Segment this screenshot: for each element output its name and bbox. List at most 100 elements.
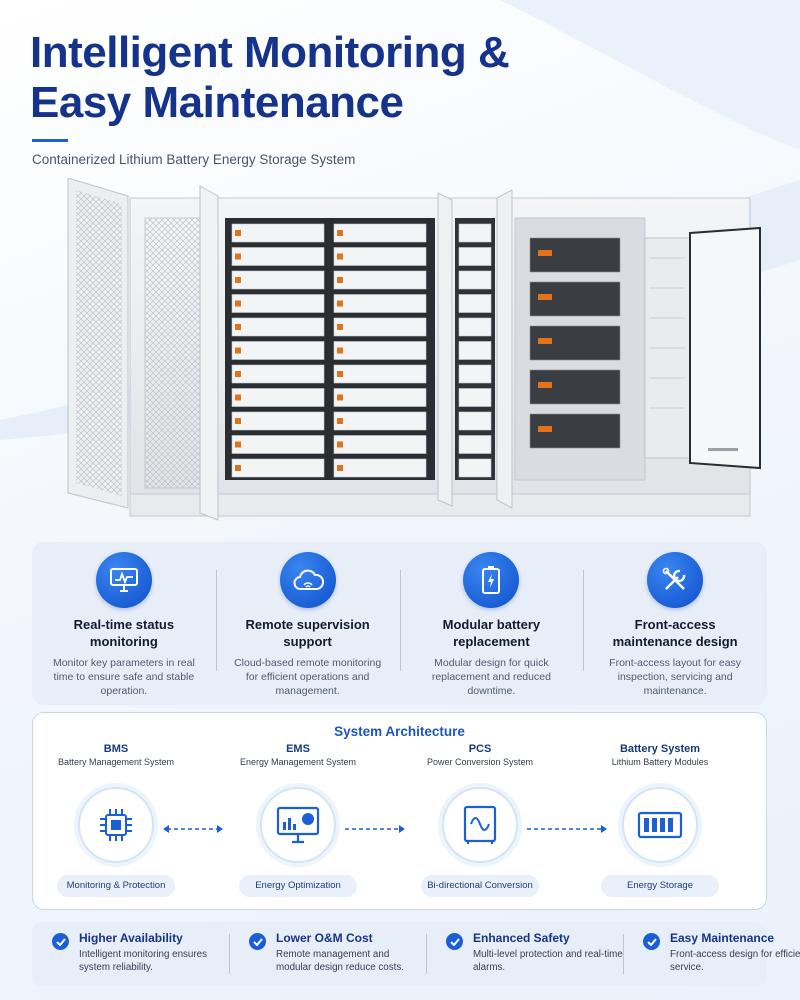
battery-module-panel <box>333 435 427 454</box>
benefit-title: Easy Maintenance <box>670 931 775 945</box>
arrow-bms-ems <box>163 825 223 833</box>
arch-subtitle: Battery Management System <box>57 757 175 767</box>
feature-title: Remote supervision support <box>245 617 370 649</box>
benefit-item: Lower O&M Cost Remote management and mod… <box>229 922 426 986</box>
arch-name: EMS <box>286 743 310 755</box>
module-connector <box>337 371 343 377</box>
feature-title: Real-time status monitoring <box>73 617 175 649</box>
battery-module-panel <box>231 341 325 360</box>
tools-icon <box>647 552 704 608</box>
battery-module-panel <box>231 247 325 266</box>
pcs-connector <box>538 294 552 300</box>
feature-remote-supervision: Remote supervision support Cloud-based r… <box>215 542 400 705</box>
feature-front-access: Front-access maintenance design Front-ac… <box>583 542 767 705</box>
battery-bolt-icon <box>463 552 520 608</box>
battery-module-panel <box>458 247 492 266</box>
arrow-pcs-battery <box>527 825 607 833</box>
cloud-wifi-icon <box>279 552 336 608</box>
battery-module-panel <box>333 317 427 337</box>
module-connector <box>337 394 343 401</box>
feature-desc: Cloud-based remote monitoring for effici… <box>234 657 382 697</box>
battery-module-panel <box>333 223 427 243</box>
architecture-title: System Architecture <box>334 724 465 739</box>
battery-module-panel <box>231 270 325 290</box>
arch-subtitle: Lithium Battery Modules <box>611 757 709 767</box>
battery-module-panel <box>231 223 325 243</box>
module-connector <box>337 300 343 307</box>
battery-module-panel <box>458 294 492 313</box>
arch-pill: Monitoring & Protection <box>57 875 175 897</box>
module-connector <box>235 465 241 471</box>
battery-container-image <box>67 178 761 521</box>
battery-module-panel <box>458 317 492 337</box>
check-icon <box>52 933 69 950</box>
battery-module-panel <box>458 364 492 384</box>
module-connector <box>235 230 241 236</box>
feature-desc: Modular design for quick replacement and… <box>431 657 551 697</box>
feature-title: Modular battery replacement <box>442 617 541 649</box>
arch-item-ems: EMS Energy Management System Energy Opti… <box>223 743 373 897</box>
arch-item-battery-system: Battery System Lithium Battery Modules E… <box>585 743 735 897</box>
arch-name: BMS <box>103 743 129 755</box>
arch-name: PCS <box>468 743 492 755</box>
module-connector <box>235 394 241 401</box>
battery-module-panel <box>231 364 325 384</box>
module-connector <box>337 277 343 283</box>
arch-pill: Energy Storage <box>601 875 719 897</box>
battery-module-panel <box>333 341 427 360</box>
battery-module-panel <box>333 364 427 384</box>
pcs-connector <box>538 338 552 344</box>
arch-pill: Bi-directional Conversion <box>421 875 539 897</box>
benefits-panel: Higher Availability Intelligent monitori… <box>32 922 800 986</box>
features-panel: Real-time status monitoring Monitor key … <box>32 542 767 705</box>
module-connector <box>337 441 343 448</box>
module-connector <box>337 347 343 354</box>
arch-name: Battery System <box>619 743 701 755</box>
battery-module-panel <box>231 388 325 407</box>
module-connector <box>337 324 343 330</box>
battery-module-panel <box>458 270 492 290</box>
benefit-item: Higher Availability Intelligent monitori… <box>32 922 229 986</box>
benefit-desc: Front-access design for efficient servic… <box>670 949 800 973</box>
module-connector <box>235 418 241 424</box>
battery-module-panel <box>231 458 325 478</box>
check-icon <box>643 933 660 950</box>
battery-module-panel <box>231 411 325 431</box>
title-line-2: Easy Maintenance <box>30 78 404 127</box>
battery-module-panel <box>458 388 492 407</box>
benefit-desc: Intelligent monitoring ensures system re… <box>79 949 207 973</box>
module-connector <box>235 371 241 377</box>
module-connector <box>235 441 241 448</box>
battery-module-panel <box>333 458 427 478</box>
check-icon <box>446 933 463 950</box>
battery-module-panel <box>333 411 427 431</box>
module-connector <box>235 253 241 260</box>
module-connector <box>337 230 343 236</box>
feature-desc: Monitor key parameters in real time to e… <box>52 657 195 697</box>
benefit-title: Lower O&M Cost <box>276 931 373 945</box>
arch-item-bms: BMS Battery Management System Monitoring… <box>41 743 191 897</box>
benefit-title: Higher Availability <box>79 931 183 945</box>
module-connector <box>235 347 241 354</box>
benefit-desc: Multi-level protection and real-time ala… <box>473 949 623 973</box>
battery-modules-icon <box>622 787 698 863</box>
arrow-ems-pcs <box>345 825 405 833</box>
monitor-chart-icon <box>95 552 152 608</box>
module-connector <box>235 300 241 307</box>
arch-subtitle: Power Conversion System <box>426 757 534 767</box>
check-icon <box>249 933 266 950</box>
module-connector <box>235 277 241 283</box>
arch-subtitle: Energy Management System <box>239 757 357 767</box>
pcs-connector <box>538 250 552 256</box>
feature-modular-battery: Modular battery replacement Modular desi… <box>399 542 584 705</box>
battery-module-panel <box>458 341 492 360</box>
battery-module-panel <box>458 458 492 478</box>
battery-module-panel <box>333 270 427 290</box>
module-connector <box>337 253 343 260</box>
battery-module-panel <box>231 294 325 313</box>
pcs-connector <box>538 382 552 388</box>
feature-title: Front-access maintenance design <box>612 617 738 649</box>
arch-pill: Energy Optimization <box>239 875 357 897</box>
battery-module-panel <box>458 435 492 454</box>
battery-module-panel <box>231 435 325 454</box>
